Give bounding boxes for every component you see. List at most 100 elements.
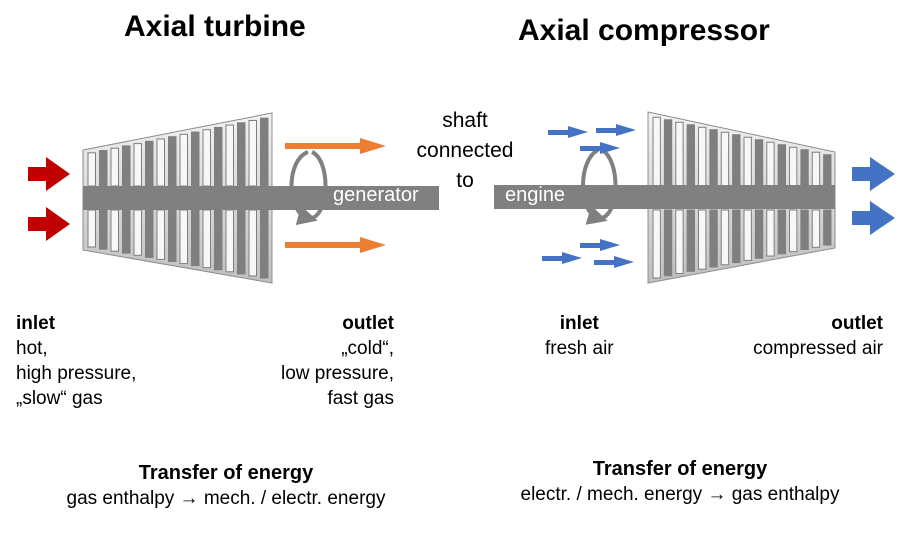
blade	[709, 209, 718, 268]
blade	[777, 144, 786, 187]
turbine-rotation-icon-right	[310, 150, 328, 220]
blade	[156, 138, 165, 187]
blade	[686, 209, 695, 272]
turbine-inlet-line: hot,	[16, 338, 48, 359]
blade	[675, 121, 684, 187]
blade	[179, 133, 188, 187]
blade	[743, 209, 752, 261]
blade	[800, 209, 809, 250]
blade	[145, 209, 154, 258]
compressor-energy-text: electr. / mech. energy → gas enthalpy	[520, 484, 840, 505]
blade	[698, 209, 707, 270]
generator-label: generator	[333, 184, 419, 206]
turbine-outlet-arrow-bottom-icon	[285, 237, 386, 253]
blade	[248, 209, 257, 277]
turbine-energy-text: gas enthalpy → mech. / electr. energy	[66, 488, 386, 509]
blade	[743, 136, 752, 187]
compressor-energy-block: Transfer of energy electr. / mech. energ…	[470, 457, 890, 507]
turbine-outlet-line: fast gas	[327, 388, 394, 409]
blade	[225, 124, 234, 187]
blade	[675, 209, 684, 275]
blade	[732, 134, 741, 187]
blade	[800, 149, 809, 187]
blade	[214, 126, 223, 187]
blade	[754, 209, 764, 259]
compressor-outlet-block: outlet compressed air	[753, 311, 883, 361]
blade	[789, 209, 798, 253]
engine-label: engine	[505, 184, 566, 206]
blade	[777, 209, 786, 255]
blade	[179, 209, 188, 265]
turbine-outlet-arrow-top-icon	[285, 138, 386, 154]
blade	[156, 209, 165, 260]
blade	[720, 131, 730, 187]
blade	[87, 209, 96, 248]
hot-inlet-arrow-top-icon	[28, 157, 70, 191]
turbine-inlet-block: inlet hot, high pressure, „slow“ gas	[16, 311, 136, 411]
blade	[237, 122, 246, 187]
blade	[663, 119, 673, 187]
blade	[87, 152, 96, 187]
blade	[663, 209, 673, 277]
turbine-rotation-icon	[289, 150, 318, 225]
turbine-outlet-block: outlet „cold“, low pressure, fast gas	[281, 311, 394, 411]
blade	[202, 129, 211, 187]
blade	[225, 209, 234, 273]
compressor-rotation-icon-right	[600, 148, 618, 220]
blade	[732, 209, 741, 264]
blade	[823, 209, 832, 246]
turbine-inlet-line: high pressure,	[16, 363, 137, 384]
blade	[133, 209, 142, 256]
turbine-blades	[87, 117, 269, 279]
turbine-shaft	[83, 186, 439, 210]
blade	[766, 141, 775, 187]
compressor-outlet-line: compressed air	[753, 338, 883, 359]
hot-inlet-arrow-bottom-icon	[28, 207, 70, 241]
blade	[260, 209, 269, 279]
fresh-air-arrows-top	[548, 124, 636, 154]
compressor-outlet-heading: outlet	[831, 313, 883, 334]
blade	[202, 209, 211, 269]
blade	[811, 209, 821, 248]
blade	[168, 136, 177, 187]
blade	[686, 124, 695, 187]
blade	[110, 147, 119, 187]
shaft-connection-label: shaft connected to	[390, 106, 540, 196]
shaft-line-3: to	[456, 169, 474, 192]
blade	[652, 209, 661, 279]
turbine-outlet-line: low pressure,	[281, 363, 394, 384]
turbine-outlet-line: „cold“,	[341, 338, 394, 359]
blade	[709, 129, 718, 187]
blade	[766, 209, 775, 257]
turbine-inlet-heading: inlet	[16, 313, 56, 334]
compressed-air-arrow-bottom-icon	[852, 201, 895, 235]
turbine-inlet-line: „slow“ gas	[16, 388, 103, 409]
blade	[122, 145, 131, 187]
compressor-energy-title: Transfer of energy	[592, 458, 768, 480]
blade	[191, 209, 200, 267]
compressor-inlet-block: inlet fresh air	[545, 311, 614, 361]
blade	[754, 139, 764, 187]
blade	[237, 209, 246, 275]
blade	[652, 116, 661, 187]
turbine-energy-title: Transfer of energy	[138, 462, 314, 484]
blade	[811, 151, 821, 187]
blade	[789, 146, 798, 187]
blade	[191, 131, 200, 187]
blade	[823, 154, 832, 187]
blade	[260, 117, 269, 187]
compressor-inlet-heading: inlet	[559, 313, 599, 334]
shaft-line-2: connected	[416, 139, 514, 162]
blade	[698, 126, 707, 187]
fresh-air-arrows-bottom	[542, 239, 634, 268]
compressed-air-arrow-top-icon	[852, 157, 895, 191]
blade	[168, 209, 177, 262]
compressor-rotation-icon	[581, 148, 608, 225]
blade	[110, 209, 119, 252]
turbine-energy-block: Transfer of energy gas enthalpy → mech. …	[16, 461, 436, 511]
turbine-outlet-heading: outlet	[342, 313, 394, 334]
blade	[99, 150, 108, 187]
blade	[145, 140, 154, 187]
compressor-title: Axial compressor	[518, 14, 770, 47]
